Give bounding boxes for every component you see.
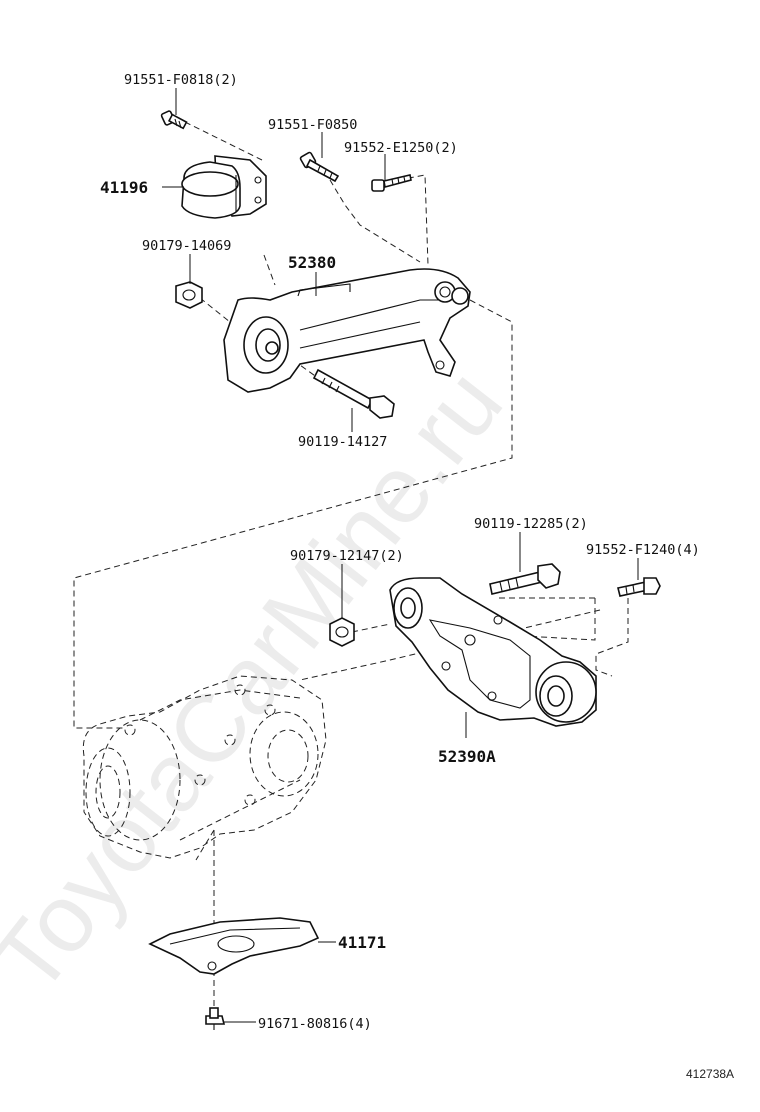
label-91552-E1250: 91552-E1250(2) <box>344 140 458 156</box>
label-91551-F0818: 91551-F0818(2) <box>124 72 238 88</box>
bolt-90119-14127 <box>312 368 395 419</box>
lower-leaders <box>224 532 639 1023</box>
bolt-91552-F1240 <box>617 577 661 597</box>
label-41196: 41196 <box>100 178 148 197</box>
nut-90179-14069 <box>175 281 203 309</box>
nut-90179-12147 <box>329 617 355 647</box>
label-90179-14069: 90179-14069 <box>142 238 231 254</box>
differential-housing <box>82 675 327 859</box>
bolt-90119-12285 <box>489 563 561 595</box>
part-41196 <box>181 155 267 219</box>
bolt-91551-F0818 <box>160 110 188 130</box>
label-90119-14127: 90119-14127 <box>298 434 387 450</box>
label-41171: 41171 <box>338 933 386 952</box>
figure-id: 412738A <box>686 1067 734 1081</box>
lower-guide-lines <box>195 597 629 1010</box>
label-90179-12147: 90179-12147(2) <box>290 548 404 564</box>
bracket-52380 <box>223 268 471 393</box>
label-91671-80816: 91671-80816(4) <box>258 1016 372 1032</box>
bracket-52390A <box>389 577 597 727</box>
label-52390A: 52390A <box>438 747 496 766</box>
upper-leaders <box>162 88 386 432</box>
cover-41171 <box>148 917 320 975</box>
bolt-91671-80816 <box>205 1007 226 1030</box>
label-91551-F0850: 91551-F0850 <box>268 117 357 133</box>
label-52380: 52380 <box>288 253 336 272</box>
bolt-91551-F0850 <box>299 151 340 183</box>
label-90119-12285: 90119-12285(2) <box>474 516 588 532</box>
bolt-91552-E1250 <box>371 174 412 192</box>
label-91552-F1240: 91552-F1240(4) <box>586 542 700 558</box>
